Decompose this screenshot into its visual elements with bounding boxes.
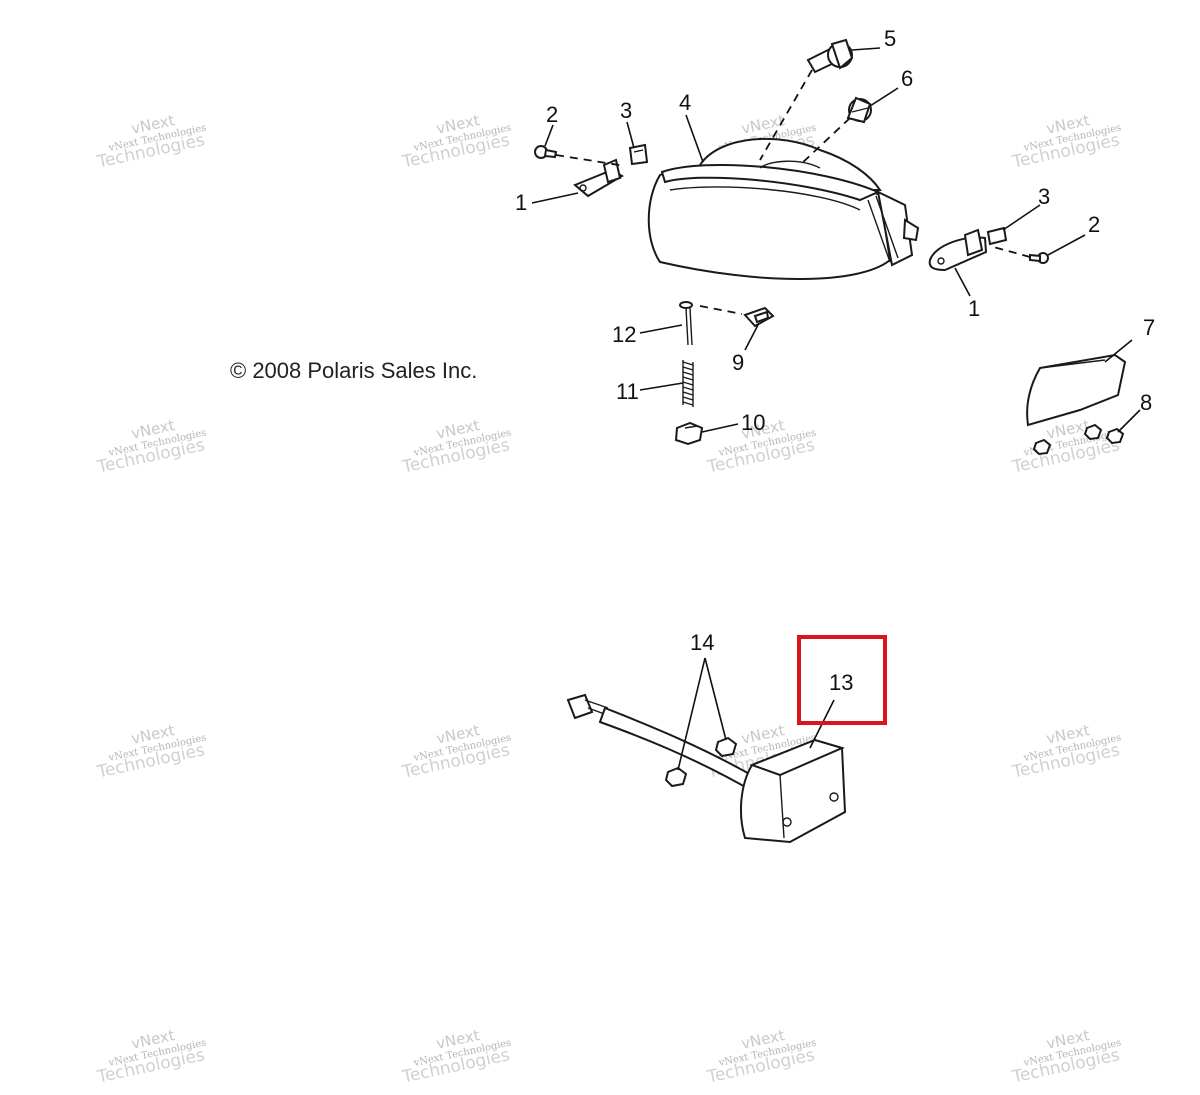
callout-1-left: 1 (515, 190, 527, 215)
lens-7 (1026, 353, 1127, 427)
headlight-assembly (647, 137, 920, 280)
tail-light-13 (566, 693, 847, 844)
nut-10 (674, 421, 704, 446)
callout-7: 7 (1143, 315, 1155, 340)
screw-right (1029, 252, 1049, 264)
bulb-5 (806, 38, 854, 74)
callout-2-right: 2 (1088, 212, 1100, 237)
callout-13: 13 (829, 670, 853, 695)
bracket-left (573, 158, 624, 198)
clip-left (628, 143, 649, 166)
callout-14: 14 (690, 630, 714, 655)
bulb-6 (846, 96, 872, 124)
callout-3-right: 3 (1038, 184, 1050, 209)
callout-6: 6 (901, 66, 913, 91)
callout-12: 12 (612, 322, 636, 347)
spring-11 (682, 360, 694, 407)
nuts-8 (1032, 423, 1125, 456)
callout-1-right: 1 (968, 296, 980, 321)
callout-10: 10 (741, 410, 765, 435)
callout-2-left: 2 (546, 102, 558, 127)
nuts-14 (664, 736, 738, 788)
callout-4: 4 (679, 90, 691, 115)
clip-9 (743, 306, 775, 328)
callout-5: 5 (884, 26, 896, 51)
highlight-box (797, 635, 887, 725)
screw-left (534, 145, 558, 159)
copyright-text: © 2008 Polaris Sales Inc. (230, 358, 478, 383)
bracket-right (928, 228, 988, 272)
callout-3-left: 3 (620, 98, 632, 123)
callout-8: 8 (1140, 390, 1152, 415)
adjuster-screw-12 (679, 301, 693, 346)
callout-9: 9 (732, 350, 744, 375)
clip-right (986, 226, 1008, 246)
callout-11: 11 (616, 379, 639, 404)
